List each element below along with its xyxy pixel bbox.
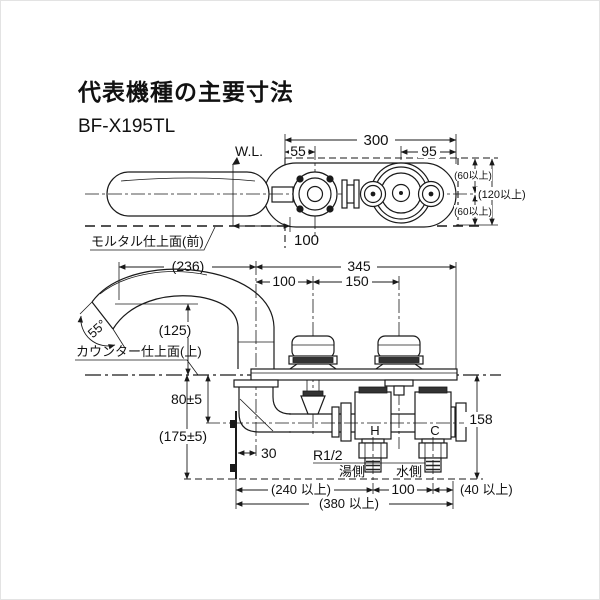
dim-label-345: 345 (347, 258, 371, 274)
hot-valve-top (359, 180, 387, 208)
handle-2 (371, 335, 427, 372)
spout-angle-callout: 55° (77, 301, 126, 350)
spout-flange (292, 171, 338, 217)
counter-surface-label: カウンター仕上面(上) (76, 344, 202, 359)
model-number: BF-X195TL (78, 116, 175, 137)
cold-marker-letter: C (430, 423, 439, 438)
page-title: 代表機種の主要寸法 (77, 79, 294, 105)
dim-label-175: (175±5) (159, 428, 207, 444)
dim-label-158: 158 (469, 411, 493, 427)
spout-elbow (238, 380, 291, 433)
dim-label-40: (40 以上) (460, 482, 513, 497)
dim-label-95: 95 (421, 143, 437, 159)
dim-label-55: 55 (290, 143, 306, 159)
handle-1 (285, 335, 341, 372)
mortar-surface-label: モルタル仕上面(前) (91, 234, 204, 249)
dim-label-240: (240 以上) (271, 482, 331, 497)
wall-reference (230, 411, 237, 479)
spout-valve (300, 395, 326, 415)
dim-label-100-top-view: 100 (294, 232, 319, 249)
dim-label-380: (380 以上) (319, 496, 379, 511)
dim-label-60-top: (60以上) (454, 170, 492, 182)
top-view-drawing: W.L. 300 55 95 (60以上) (120以上) (60以上) 100… (85, 132, 528, 251)
wl-mark-icon (232, 157, 240, 165)
dim-label-30: 30 (261, 445, 277, 461)
cold-side-label: 水側 (396, 464, 422, 479)
dim-label-120: (120以上) (478, 188, 526, 201)
handle-neck (271, 186, 294, 203)
hot-side-label: 湯側 (339, 464, 365, 479)
dim-label-100-bottom: 100 (391, 481, 415, 497)
dim-label-150: 150 (345, 273, 369, 289)
hot-marker-letter: H (370, 423, 379, 438)
cold-valve-top (417, 180, 445, 208)
dim-label-100-front: 100 (272, 273, 296, 289)
dim-label-300: 300 (363, 132, 388, 149)
union-joint (341, 179, 360, 209)
supply-assembly: H C (206, 379, 473, 494)
wl-label: W.L. (235, 143, 263, 159)
lever-detail-line (120, 177, 256, 182)
front-view-drawing: (236) 345 100 150 55° (125) カ (75, 258, 513, 511)
deck-plate (250, 368, 458, 381)
dim-label-60-bottom: (60以上) (454, 206, 492, 218)
dim-label-125: (125) (159, 322, 192, 338)
thread-size-label: R1/2 (313, 447, 343, 463)
